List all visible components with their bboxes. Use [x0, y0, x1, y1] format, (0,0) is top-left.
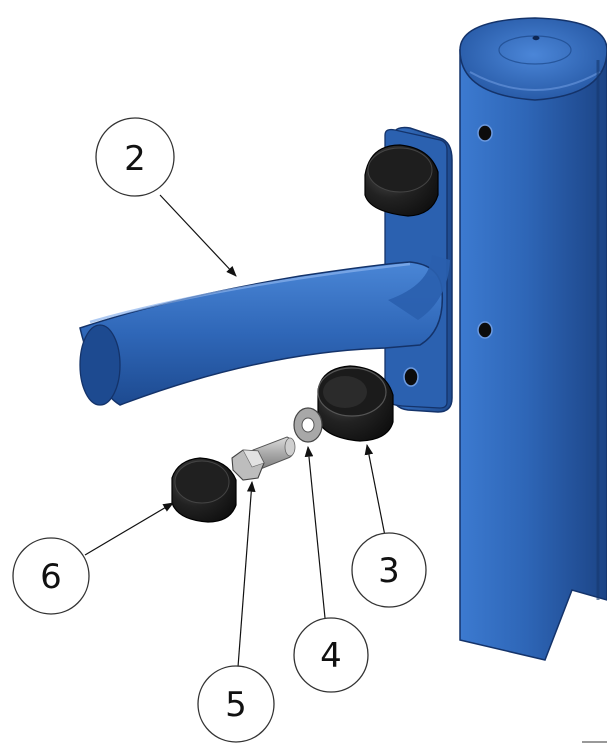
callout-5: 5 [197, 665, 275, 743]
rubber-cap-bolt-icon [171, 457, 237, 523]
callout-6: 6 [12, 537, 90, 615]
leader-line-6 [84, 502, 174, 556]
leader-line-3 [364, 443, 386, 537]
rubber-cap-top-icon [364, 144, 439, 217]
leader-line-5 [237, 480, 256, 668]
leader-line-4 [304, 445, 326, 619]
callout-label-3: 3 [378, 551, 400, 591]
callout-3: 3 [351, 532, 427, 608]
callout-label-4: 4 [320, 636, 342, 676]
callout-label-6: 6 [40, 557, 62, 597]
leader-line-2 [159, 194, 237, 277]
callout-2: 2 [95, 117, 175, 197]
callout-4: 4 [293, 617, 369, 693]
hex-bolt-icon [231, 436, 296, 481]
rubber-cap-icon [317, 365, 394, 442]
leader-lines [84, 194, 386, 668]
callout-label-2: 2 [124, 139, 146, 179]
washer-icon [293, 407, 323, 443]
callout-label-5: 5 [225, 685, 247, 725]
vertical-post-icon [459, 17, 607, 661]
